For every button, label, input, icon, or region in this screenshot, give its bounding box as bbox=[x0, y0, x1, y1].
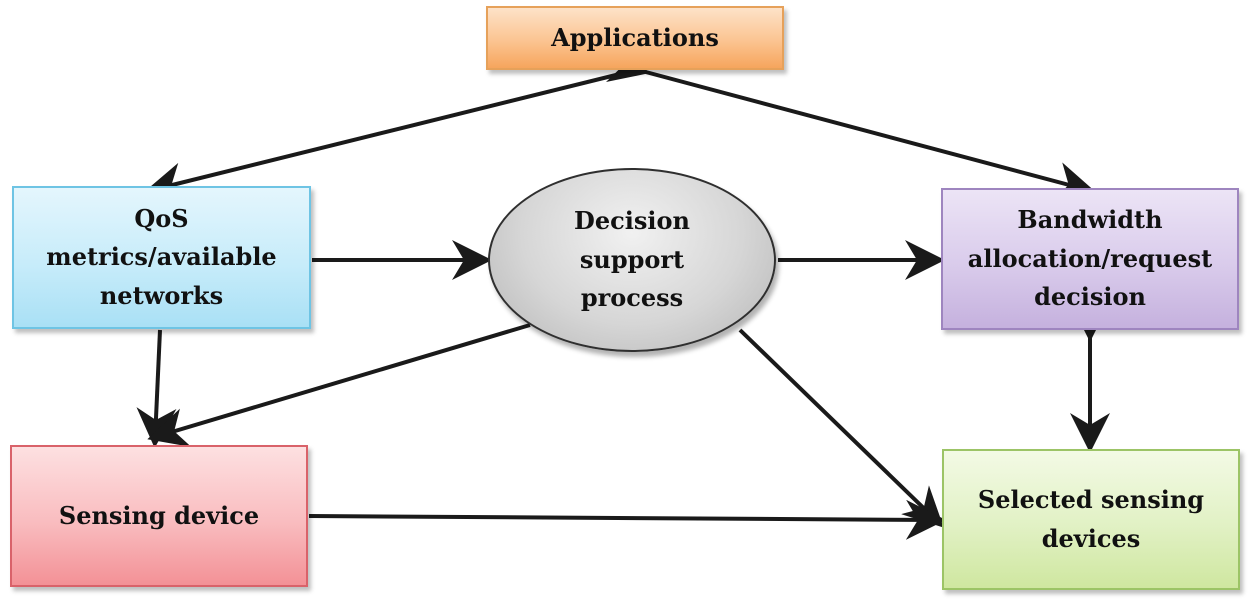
edge-sensing-selected bbox=[308, 499, 946, 540]
edge-decision-sensing bbox=[147, 323, 531, 448]
node-applications-label: Applications bbox=[551, 22, 719, 52]
node-sensing-device: Sensing device bbox=[10, 445, 308, 587]
node-bandwidth-allocation: Bandwidth allocation/request decision bbox=[941, 188, 1239, 330]
node-qos-metrics: QoS metrics/available networks bbox=[12, 186, 311, 329]
node-applications: Applications bbox=[486, 6, 784, 70]
edge-applications-qos bbox=[144, 69, 633, 202]
edge-qos-sensing bbox=[136, 329, 177, 448]
edge-decision-selected bbox=[738, 328, 944, 528]
node-bandwidth-allocation-label: Bandwidth allocation/request decision bbox=[967, 205, 1213, 312]
edge-applications-bandwidth bbox=[605, 43, 1096, 202]
node-sensing-device-label: Sensing device bbox=[58, 500, 260, 530]
node-qos-metrics-label: QoS metrics/available networks bbox=[46, 203, 277, 310]
node-decision-support-process: Decision support process bbox=[488, 168, 776, 352]
node-selected-sensing-devices: Selected sensing devices bbox=[942, 449, 1240, 590]
node-selected-sensing-devices-label: Selected sensing devices bbox=[977, 485, 1205, 553]
node-decision-support-process-label: Decision support process bbox=[574, 206, 690, 313]
